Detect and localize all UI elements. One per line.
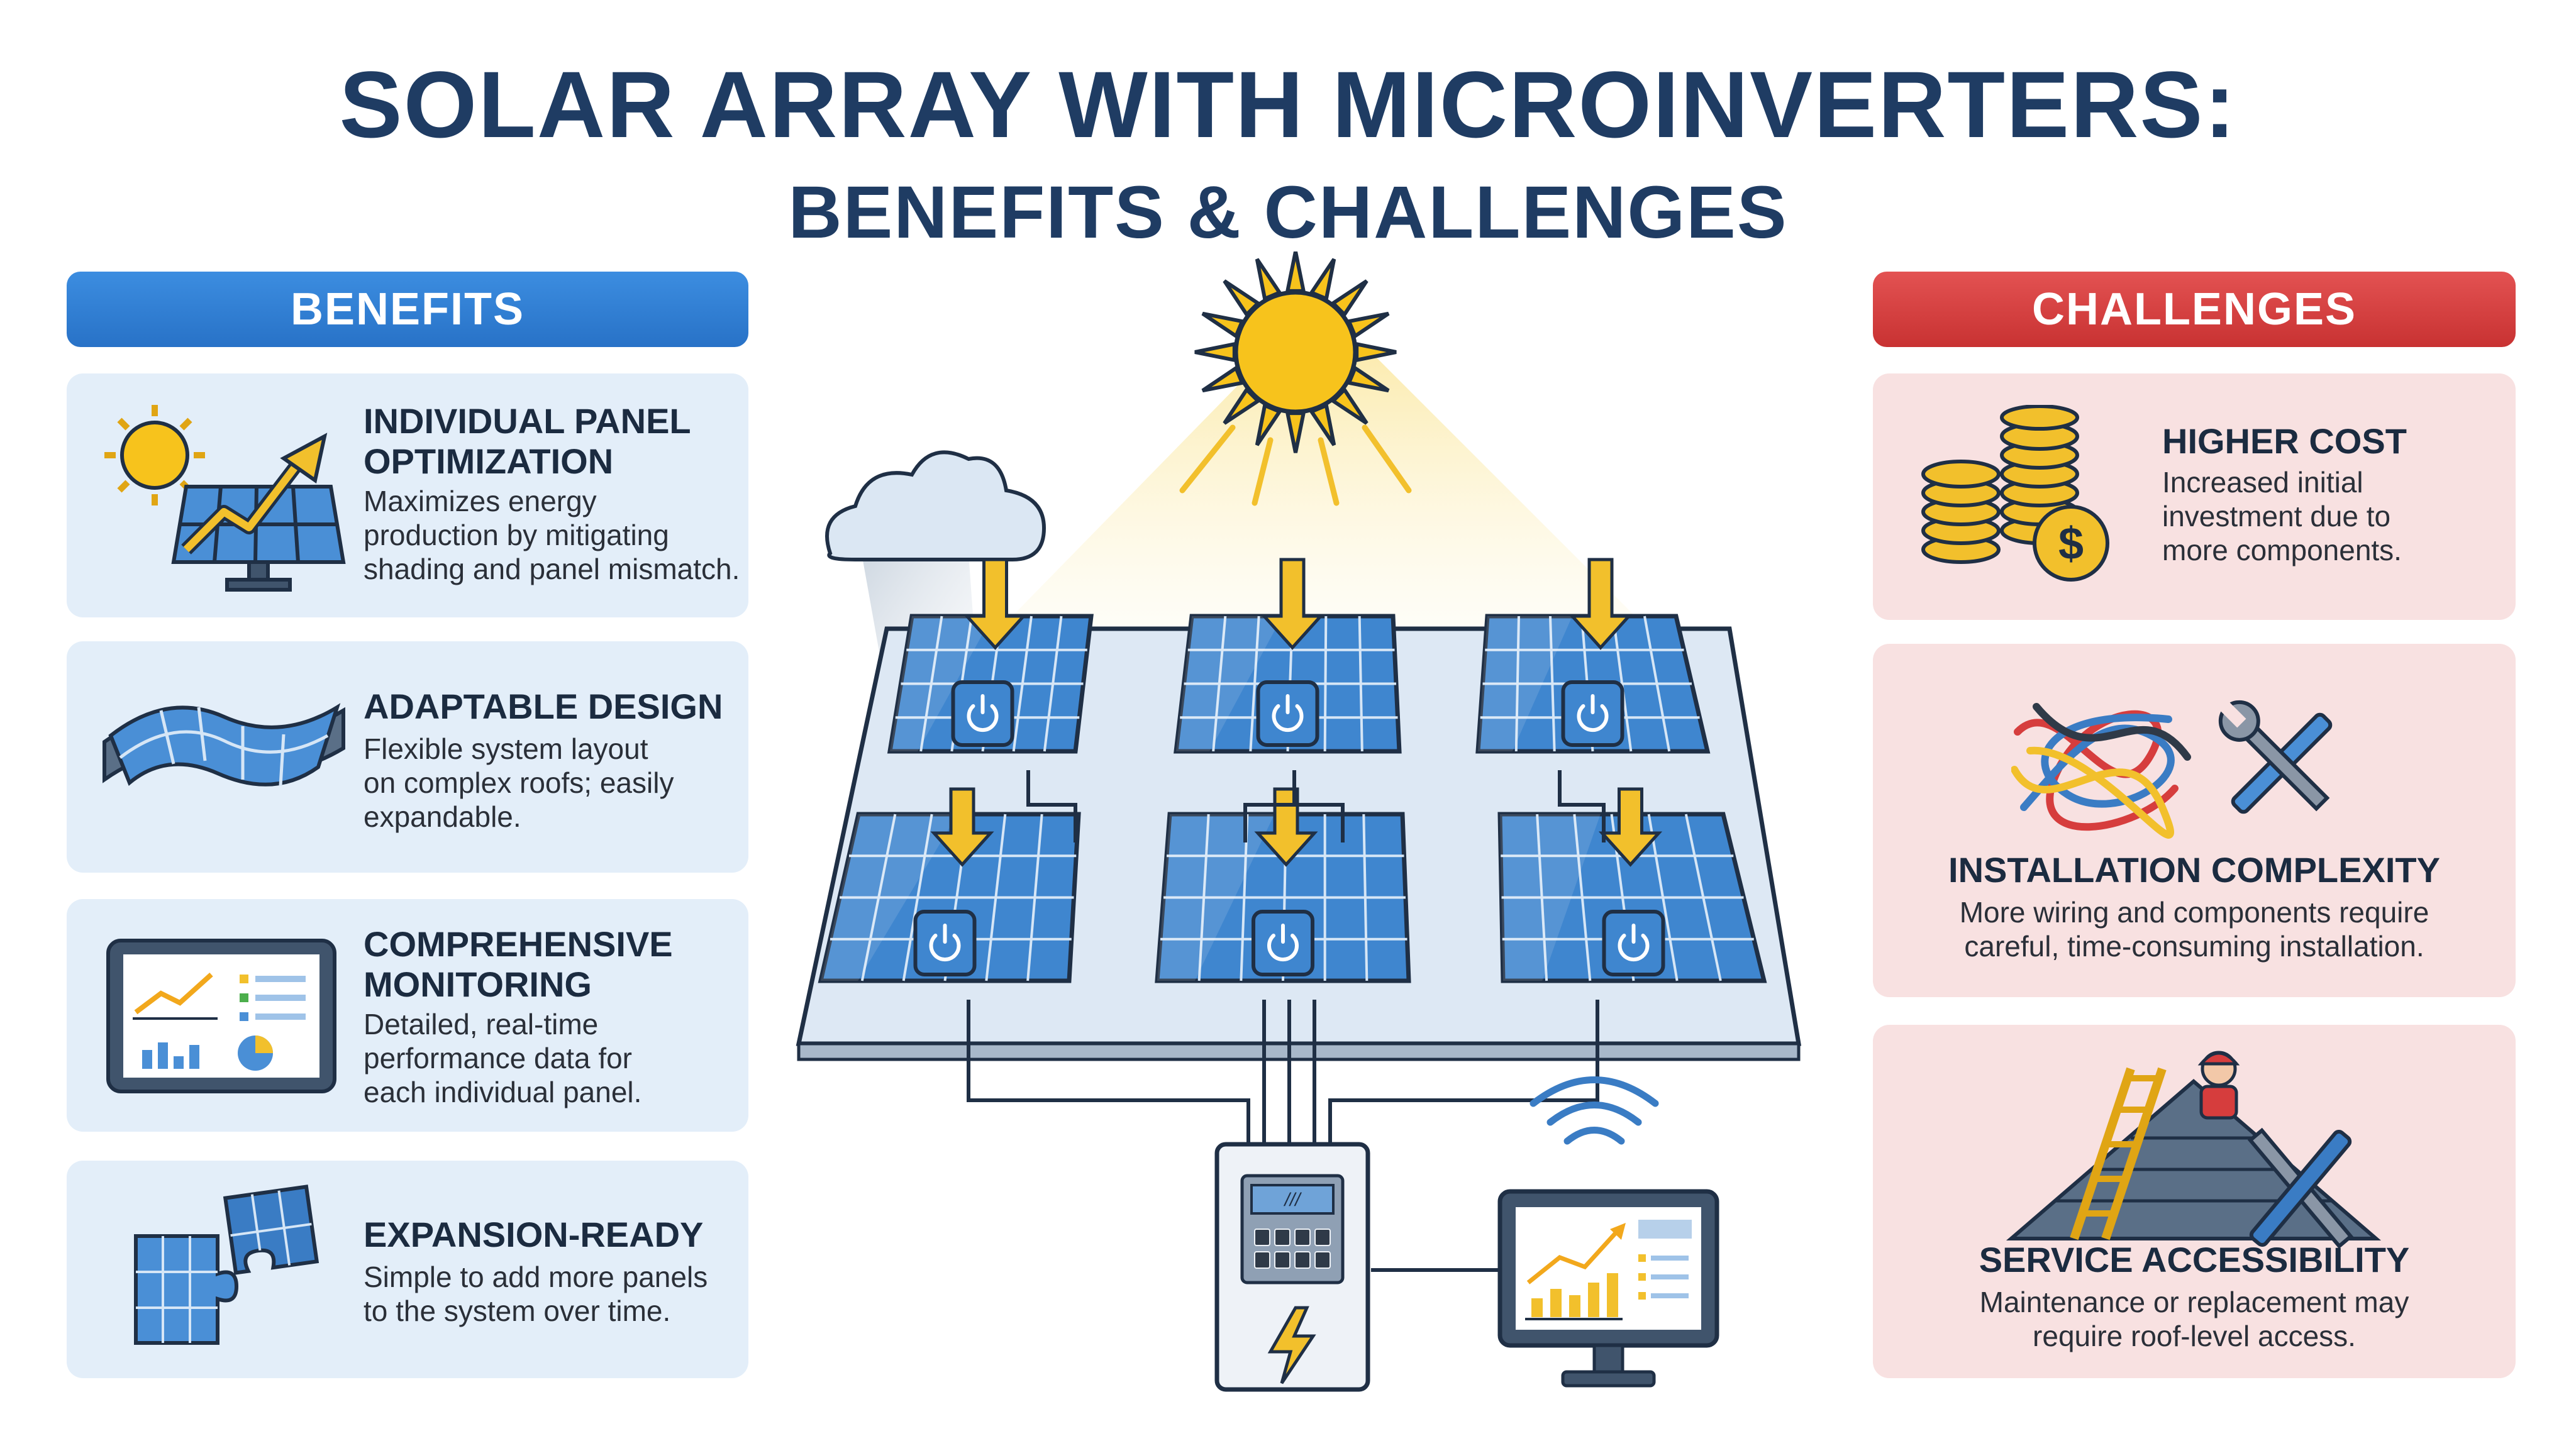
challenge-desc-1-line-1: Increased initial [2162,466,2363,499]
benefit-desc-1-line-3: shading and panel mismatch. [364,553,740,585]
cloud-icon [825,450,1046,561]
title-line-2: BENEFITS & CHALLENGES [788,170,1788,254]
roof-ladder-worker-icon [2006,1051,2382,1249]
challenge-desc-2-line-1: More wiring and components require [1959,896,2429,929]
title-line-1: SOLAR ARRAY WITH MICROINVERTERS: [339,52,2237,157]
challenge-card-higher-cost: $ HIGHER COST Increased initial investme… [1873,373,2516,620]
challenge-desc-3-line-1: Maintenance or replacement may [1979,1286,2409,1318]
challenge-desc-1-line-2: investment due to [2162,500,2391,533]
microinverter-icon [1256,680,1319,747]
solar-panel [1497,787,1767,983]
benefit-desc-2-line-3: expandable. [364,800,521,833]
solar-panel [887,558,1094,754]
microinverter-icon [1602,910,1665,976]
solar-array-diagram: /// [796,251,1802,1392]
solar-panels [818,558,1767,983]
benefits-header: BENEFITS [67,272,748,347]
benefit-desc-4-line-1: Simple to add more panels [364,1261,708,1293]
page-title: SOLAR ARRAY WITH MICROINVERTERS: BENEFIT… [0,50,2576,255]
sun-rays [1179,424,1412,506]
benefit-desc-4-line-2: to the system over time. [364,1295,671,1327]
benefit-title-4: EXPANSION-READY [364,1215,704,1254]
tablet-dashboard-icon [106,939,336,1093]
challenge-title-3: SERVICE ACCESSIBILITY [1979,1240,2410,1279]
challenge-title-2: INSTALLATION COMPLEXITY [1948,850,2440,890]
benefit-desc-1-line-2: production by mitigating [364,519,669,551]
challenge-card-service: SERVICE ACCESSIBILITY Maintenance or rep… [1873,1025,2516,1378]
solar-panel [818,787,1081,983]
benefit-title-2: ADAPTABLE DESIGN [364,687,723,726]
challenges-header: CHALLENGES [1873,272,2516,347]
benefit-title-1-line-1: INDIVIDUAL PANEL [364,401,691,441]
combiner-display: /// [1283,1190,1302,1210]
solar-panel [1174,558,1402,754]
sunlight-arrow [1568,558,1633,650]
solar-panel [1155,787,1411,983]
puzzle-panel-icon [134,1185,319,1345]
benefit-card-adaptable-design: ADAPTABLE DESIGN Flexible system layout … [67,641,748,873]
challenge-card-installation: INSTALLATION COMPLEXITY More wiring and … [1873,644,2516,997]
benefit-desc-2-line-1: Flexible system layout [364,732,648,765]
challenge-desc-3-line-2: require roof-level access. [2033,1320,2356,1352]
benefit-desc-2-line-2: on complex roofs; easily [364,766,674,799]
challenge-desc-2-line-2: careful, time-consuming installation. [1964,930,2424,963]
sunlight-arrow [1260,558,1324,650]
benefit-desc-3-line-2: performance data for [364,1042,633,1074]
benefit-title-1-line-2: OPTIMIZATION [364,441,614,481]
coins-dollar-icon: $ [1921,405,2109,582]
challenge-desc-1-line-3: more components. [2162,534,2402,566]
microinverter-icon [1561,680,1624,747]
benefit-desc-3-line-3: each individual panel. [364,1076,642,1108]
challenge-title-1: HIGHER COST [2162,421,2407,461]
sunlight-beam [1000,352,1648,629]
benefit-card-monitoring: COMPREHENSIVE MONITORING Detailed, real-… [67,899,748,1132]
sunlight-arrow [1254,787,1318,867]
curved-panel-icon [103,703,345,787]
benefit-card-expansion: EXPANSION-READY Simple to add more panel… [67,1161,748,1378]
benefit-title-3-line-2: MONITORING [364,964,592,1004]
sun-panel-growth-icon [104,405,346,592]
solar-panel [1475,558,1711,754]
sunlight-arrow [1598,787,1663,867]
svg-text:$: $ [2058,519,2084,569]
microinverter-icon [1252,910,1314,976]
array-wiring [967,770,1606,1272]
benefit-card-panel-optimization: INDIVIDUAL PANEL OPTIMIZATION Maximizes … [67,373,748,617]
lightning-icon [1267,1306,1316,1384]
sunlight-arrow [930,787,994,867]
monitor-icon [1497,1189,1719,1388]
benefit-title-3-line-1: COMPREHENSIVE [364,924,673,964]
benefit-desc-1-line-1: Maximizes energy [364,485,597,517]
microinverter-icon [951,680,1014,747]
sun-icon [1194,251,1397,453]
tangled-wires-tools-icon [2011,700,2333,839]
microinverter-icon [913,910,977,976]
combiner-box-icon: /// [1214,1142,1370,1392]
benefit-desc-3-line-1: Detailed, real-time [364,1008,599,1041]
wifi-icon [1530,1076,1659,1145]
sunlight-arrow [963,558,1028,650]
